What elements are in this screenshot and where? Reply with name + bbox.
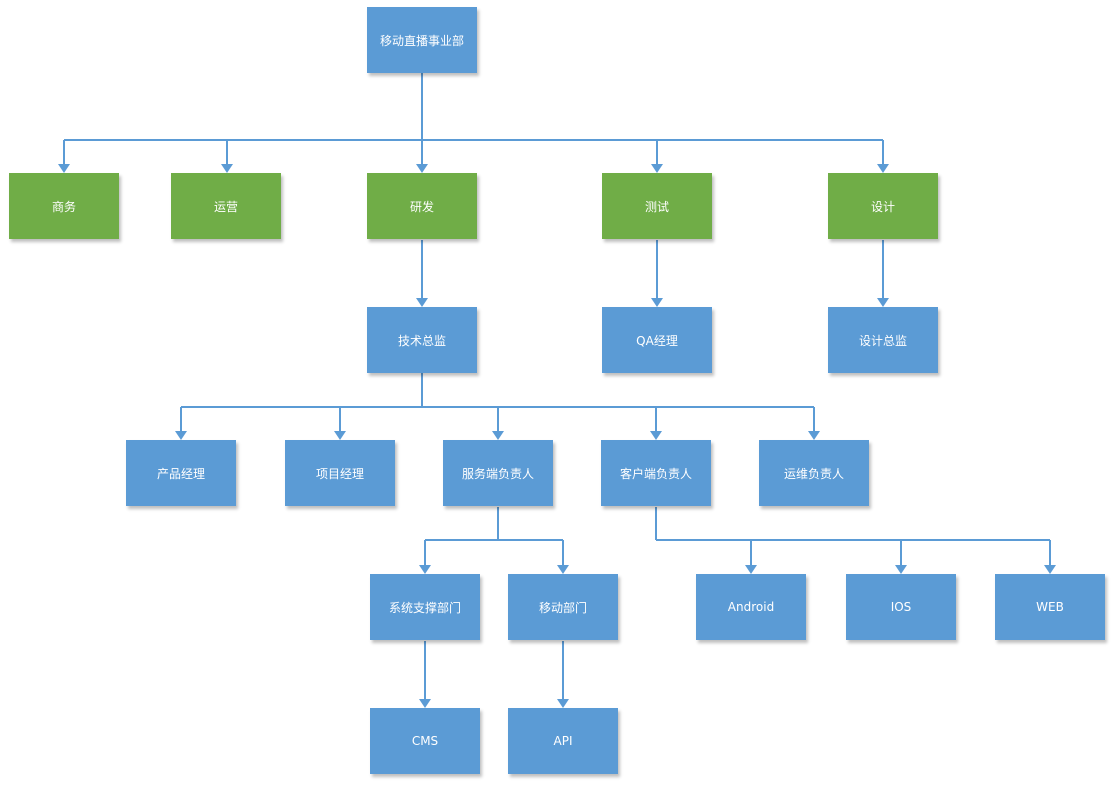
arrowhead bbox=[651, 298, 663, 307]
node-web: WEB bbox=[995, 574, 1105, 640]
node-root: 移动直播事业部 bbox=[367, 7, 477, 73]
node-operations: 运营 bbox=[171, 173, 281, 239]
arrowhead bbox=[808, 431, 820, 440]
arrowhead bbox=[175, 431, 187, 440]
node-api: API bbox=[508, 708, 618, 774]
node-design-director: 设计总监 bbox=[828, 307, 938, 373]
node-mobile-dept: 移动部门 bbox=[508, 574, 618, 640]
arrowhead bbox=[895, 565, 907, 574]
arrowhead bbox=[651, 164, 663, 173]
node-android: Android bbox=[696, 574, 806, 640]
arrowhead bbox=[416, 164, 428, 173]
arrowhead bbox=[557, 565, 569, 574]
node-ops-lead: 运维负责人 bbox=[759, 440, 869, 506]
node-rnd: 研发 bbox=[367, 173, 477, 239]
node-business: 商务 bbox=[9, 173, 119, 239]
arrowhead bbox=[416, 298, 428, 307]
node-client-lead: 客户端负责人 bbox=[601, 440, 711, 506]
node-ios: IOS bbox=[846, 574, 956, 640]
arrowhead bbox=[58, 164, 70, 173]
node-project-manager: 项目经理 bbox=[285, 440, 395, 506]
arrowhead bbox=[877, 298, 889, 307]
arrowhead bbox=[650, 431, 662, 440]
arrowhead bbox=[221, 164, 233, 173]
arrowhead bbox=[492, 431, 504, 440]
arrowhead bbox=[1044, 565, 1056, 574]
node-system-support: 系统支撑部门 bbox=[370, 574, 480, 640]
node-testing: 测试 bbox=[602, 173, 712, 239]
arrowhead bbox=[419, 699, 431, 708]
node-design: 设计 bbox=[828, 173, 938, 239]
arrowhead bbox=[557, 699, 569, 708]
node-cms: CMS bbox=[370, 708, 480, 774]
arrowhead bbox=[877, 164, 889, 173]
node-qa-manager: QA经理 bbox=[602, 307, 712, 373]
node-cto: 技术总监 bbox=[367, 307, 477, 373]
node-server-lead: 服务端负责人 bbox=[443, 440, 553, 506]
node-product-manager: 产品经理 bbox=[126, 440, 236, 506]
arrowhead bbox=[745, 565, 757, 574]
arrowhead bbox=[334, 431, 346, 440]
arrowhead bbox=[419, 565, 431, 574]
